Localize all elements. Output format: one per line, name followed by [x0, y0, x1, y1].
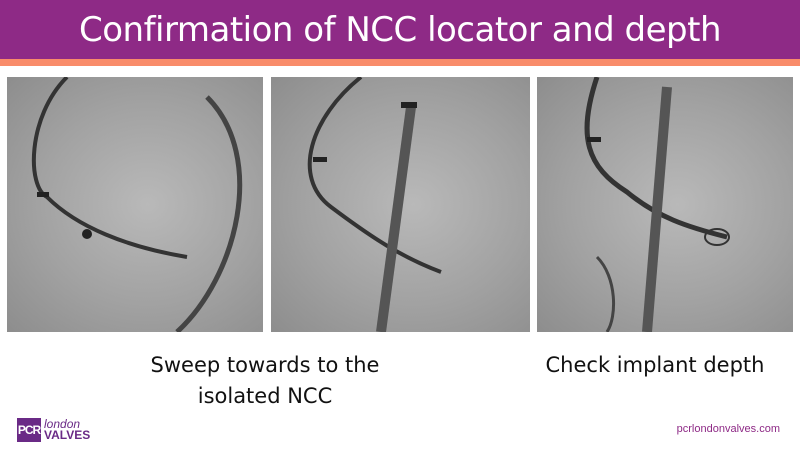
caption-left-line1: Sweep towards to the [150, 353, 380, 377]
caption-right-line1: Check implant depth [545, 353, 765, 377]
slide-title: Confirmation of NCC locator and depth [78, 9, 722, 50]
fluoroscopy-image-2 [271, 77, 530, 332]
website-url: pcrlondonvalves.com [676, 423, 780, 435]
accent-band [0, 59, 800, 66]
title-bar: Confirmation of NCC locator and depth [0, 0, 800, 59]
caption-left: Sweep towards to the isolated NCC [100, 350, 430, 412]
fluoroscopy-image-1 [7, 77, 263, 332]
caption-right: Check implant depth [515, 350, 795, 381]
logo-box: PCR [17, 418, 41, 442]
fluoroscopy-image-3 [537, 77, 793, 332]
logo-line2: VALVES [44, 428, 91, 442]
logo-line1: london [44, 417, 81, 431]
caption-left-line2: isolated NCC [197, 384, 333, 408]
pcr-london-valves-logo: PCR london VALVES [17, 418, 90, 442]
